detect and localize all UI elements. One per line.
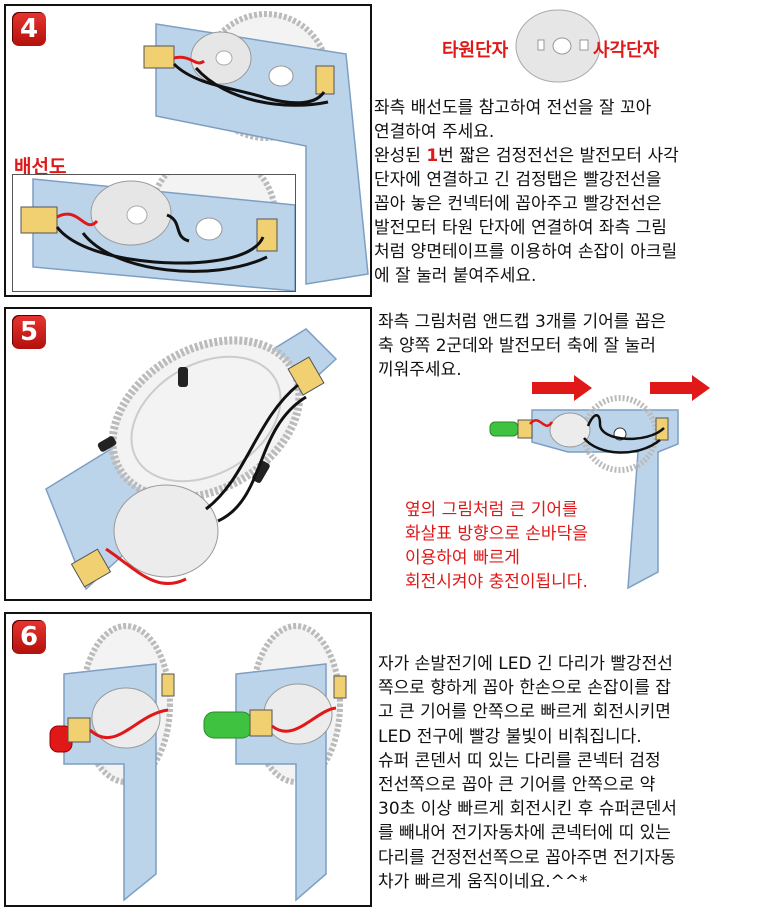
step-4-image-panel: 4 배선도 — [4, 4, 372, 297]
wiring-diagram-illustration — [20, 175, 295, 291]
oval-terminal-label: 타원단자 — [442, 40, 509, 61]
step-4-badge: 4 — [12, 12, 46, 46]
wiring-diagram-label: 배선도 — [14, 156, 67, 178]
wiring-diagram-box — [12, 174, 296, 292]
step-4-instructions: 좌측 배선도를 참고하여 전선을 잘 꼬아 연결하여 주세요. 완성된 1번 짧… — [374, 96, 758, 288]
step-4-paragraph-1: 좌측 배선도를 참고하여 전선을 잘 꼬아 연결하여 주세요. — [374, 98, 652, 142]
step-6-badge: 6 — [12, 620, 46, 654]
step-5-note: 옆의 그림처럼 큰 기어를 화살표 방향으로 손바닥을 이용하여 빠르게 회전시… — [405, 498, 645, 594]
step-6-image-panel: 6 — [4, 612, 372, 907]
step-6-paragraph-1: 자가 손발전기에 LED 긴 다리가 빨강전선 쪽으로 향하게 꼽아 한손으로 … — [378, 654, 677, 892]
step-5-badge: 5 — [12, 315, 46, 349]
step-5-image-panel: 5 — [4, 307, 372, 601]
square-terminal-label: 사각단자 — [593, 40, 660, 61]
step-4-top-illustration — [143, 11, 369, 285]
step-5-instructions: 좌측 그림처럼 앤드캡 3개를 기어를 꼽은 축 양쪽 2군데와 발전모터 축에… — [378, 310, 758, 382]
arrow-right-icon — [650, 375, 710, 401]
arrow-right-icon — [532, 375, 592, 401]
step-5-paragraph-1: 좌측 그림처럼 앤드캡 3개를 기어를 꼽은 축 양쪽 2군데와 발전모터 축에… — [378, 312, 667, 380]
step-5-note-text: 옆의 그림처럼 큰 기어를 화살표 방향으로 손바닥을 이용하여 빠르게 회전시… — [405, 500, 588, 592]
rotation-direction-illustration — [489, 375, 710, 590]
step-6-illustration — [49, 623, 347, 902]
step-4-paragraph-2: 완성된 1번 짧은 검정전선은 발전모터 사각 단자에 연결하고 긴 검정탭은 … — [374, 146, 679, 286]
step-6-instructions: 자가 손발전기에 LED 긴 다리가 빨강전선 쪽으로 향하게 꼽아 한손으로 … — [378, 652, 758, 894]
step-4-highlight-number: 1 — [426, 146, 439, 166]
step-5-illustration — [45, 328, 338, 591]
motor-terminal-illustration — [515, 9, 601, 83]
